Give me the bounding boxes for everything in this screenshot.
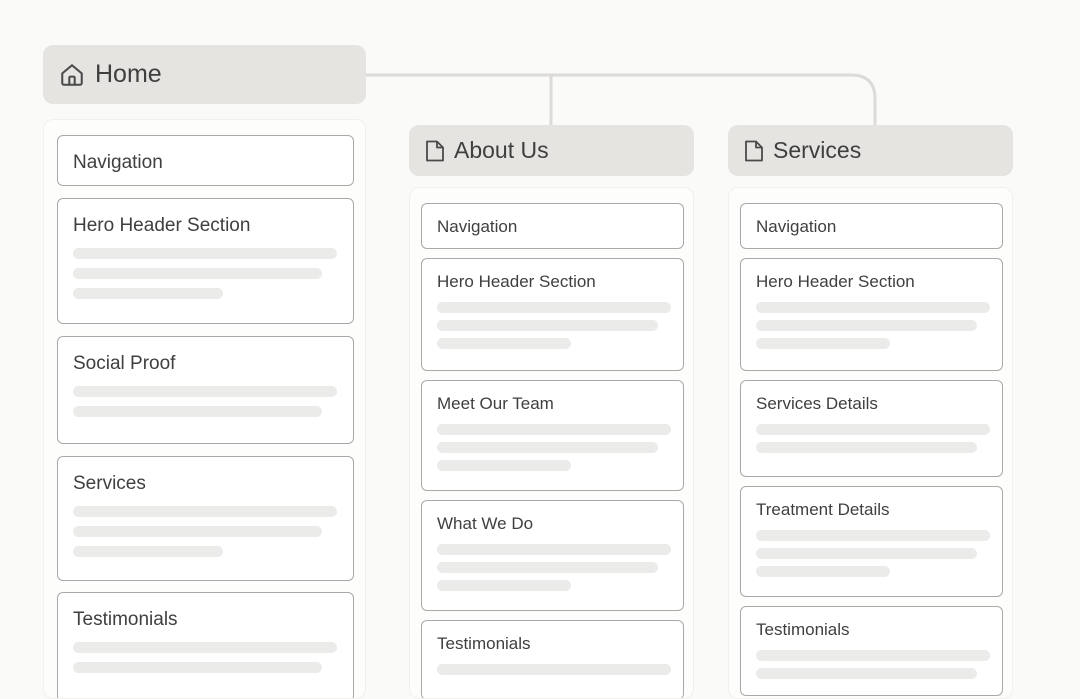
placeholder-text-line bbox=[756, 320, 977, 331]
placeholder-text-line bbox=[437, 442, 658, 453]
placeholder-text-line bbox=[756, 442, 977, 453]
section-card-what-we-do[interactable]: What We Do bbox=[421, 500, 684, 611]
placeholder-text-line bbox=[437, 338, 571, 349]
page-header-about-us[interactable]: About Us bbox=[409, 125, 694, 176]
section-label: Hero Header Section bbox=[73, 215, 251, 236]
placeholder-text-line bbox=[437, 320, 658, 331]
section-card-services-details[interactable]: Services Details bbox=[740, 380, 1003, 477]
section-label: Treatment Details bbox=[756, 500, 890, 519]
section-card-navigation[interactable]: Navigation bbox=[57, 135, 354, 186]
placeholder-text-line bbox=[756, 530, 990, 541]
section-card-meet-our-team[interactable]: Meet Our Team bbox=[421, 380, 684, 491]
placeholder-text-line bbox=[437, 302, 671, 313]
section-label: Testimonials bbox=[73, 609, 178, 630]
placeholder-text-line bbox=[756, 424, 990, 435]
placeholder-text-line bbox=[437, 562, 658, 573]
section-label: Services bbox=[73, 473, 146, 494]
section-card-treatment-details[interactable]: Treatment Details bbox=[740, 486, 1003, 597]
section-card-navigation[interactable]: Navigation bbox=[740, 203, 1003, 249]
placeholder-text-line bbox=[73, 386, 337, 397]
section-card-social-proof[interactable]: Social Proof bbox=[57, 336, 354, 444]
placeholder-text-line bbox=[756, 566, 890, 577]
placeholder-text-line bbox=[73, 268, 322, 279]
connector-home-to-children bbox=[366, 73, 877, 125]
placeholder-text-line bbox=[756, 302, 990, 313]
placeholder-text-line bbox=[73, 662, 322, 673]
section-card-testimonials[interactable]: Testimonials bbox=[740, 606, 1003, 696]
page-header-home[interactable]: Home bbox=[43, 45, 366, 104]
page-title-home: Home bbox=[95, 60, 162, 88]
section-card-hero-header-section[interactable]: Hero Header Section bbox=[57, 198, 354, 324]
section-label: Hero Header Section bbox=[437, 272, 596, 291]
placeholder-text-line bbox=[73, 506, 337, 517]
page-icon bbox=[424, 139, 446, 163]
section-label: Social Proof bbox=[73, 353, 176, 374]
page-header-services[interactable]: Services bbox=[728, 125, 1013, 176]
section-card-hero-header-section[interactable]: Hero Header Section bbox=[740, 258, 1003, 371]
placeholder-text-line bbox=[756, 338, 890, 349]
placeholder-text-line bbox=[73, 248, 337, 259]
section-card-testimonials[interactable]: Testimonials bbox=[421, 620, 684, 698]
page-icon bbox=[743, 139, 765, 163]
placeholder-text-line bbox=[73, 406, 322, 417]
placeholder-text-line bbox=[73, 288, 223, 299]
section-label: Testimonials bbox=[756, 620, 850, 639]
page-title-services: Services bbox=[773, 137, 862, 163]
section-card-hero-header-section[interactable]: Hero Header Section bbox=[421, 258, 684, 371]
section-card-testimonials[interactable]: Testimonials bbox=[57, 592, 354, 698]
section-label: Navigation bbox=[756, 217, 837, 236]
section-label: Services Details bbox=[756, 394, 878, 413]
placeholder-text-line bbox=[437, 460, 571, 471]
section-label: What We Do bbox=[437, 514, 534, 533]
placeholder-text-line bbox=[73, 642, 337, 653]
placeholder-text-line bbox=[756, 650, 990, 661]
placeholder-text-line bbox=[437, 664, 671, 675]
section-label: Meet Our Team bbox=[437, 394, 554, 413]
section-label: Navigation bbox=[437, 217, 518, 236]
placeholder-text-line bbox=[756, 668, 977, 679]
placeholder-text-line bbox=[756, 548, 977, 559]
home-icon bbox=[59, 62, 85, 88]
placeholder-text-line bbox=[73, 546, 223, 557]
page-title-about-us: About Us bbox=[454, 137, 549, 163]
placeholder-text-line bbox=[437, 544, 671, 555]
section-label: Hero Header Section bbox=[756, 272, 915, 291]
section-label: Testimonials bbox=[437, 634, 531, 653]
section-card-services[interactable]: Services bbox=[57, 456, 354, 581]
placeholder-text-line bbox=[437, 424, 671, 435]
section-label: Navigation bbox=[73, 152, 163, 173]
placeholder-text-line bbox=[73, 526, 322, 537]
section-card-navigation[interactable]: Navigation bbox=[421, 203, 684, 249]
placeholder-text-line bbox=[437, 580, 571, 591]
